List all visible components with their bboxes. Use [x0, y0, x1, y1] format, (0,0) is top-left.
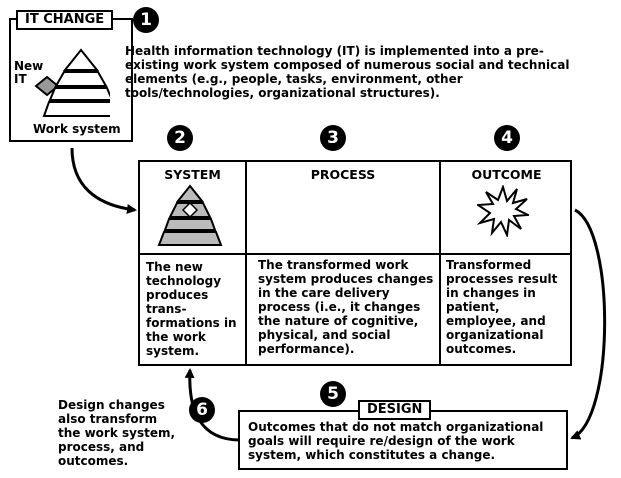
outcome-header: OUTCOME [471, 167, 542, 182]
arrow-outcome-to-design [570, 208, 607, 440]
process-header: PROCESS [310, 167, 376, 182]
step-4-badge: 4 [494, 125, 520, 151]
system-header: SYSTEM [164, 167, 221, 182]
step-1-badge: 1 [133, 7, 159, 33]
work-system-label: Work system [33, 122, 121, 136]
it-change-description: Health information technology (IT) is im… [125, 44, 570, 100]
system-description: The new technology produces trans-format… [146, 260, 237, 358]
divider-row [138, 253, 572, 255]
step-3-badge: 3 [320, 125, 346, 151]
it-change-tag: IT CHANGE [16, 10, 114, 30]
design-description: Outcomes that do not match organizationa… [248, 420, 544, 462]
outcome-burst-icon [477, 185, 529, 237]
divider-col-2 [439, 160, 441, 366]
work-system-pyramid-icon [34, 48, 110, 117]
new-it-label: New IT [14, 59, 44, 86]
process-description: The transformed work system produces cha… [258, 258, 434, 356]
feedback-description: Design changes also transform the work s… [58, 398, 176, 468]
system-pyramid-icon [157, 184, 223, 246]
step-5-badge: 5 [320, 381, 346, 407]
outcome-description: Transformed processes result in changes … [446, 258, 558, 356]
step-2-badge: 2 [167, 125, 193, 151]
arrow-it-to-system [70, 147, 137, 214]
step-6-badge: 6 [189, 397, 215, 423]
divider-col-1 [245, 160, 247, 366]
design-tag: DESIGN [358, 400, 432, 420]
